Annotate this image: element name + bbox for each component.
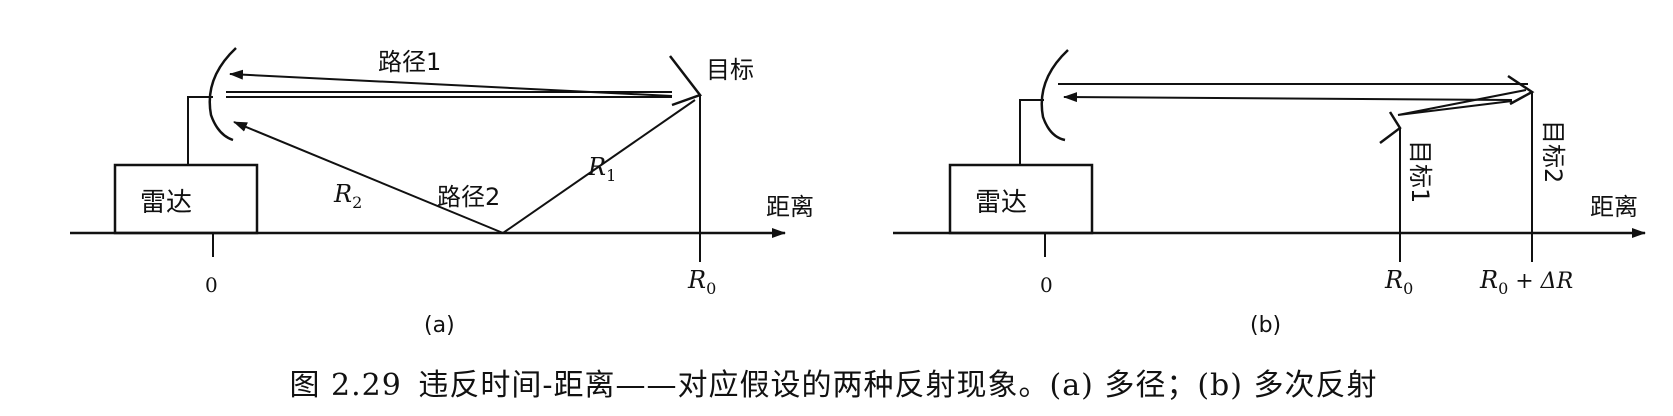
beam-return-arrow xyxy=(1063,92,1513,103)
distance-label: 距离 xyxy=(766,193,814,221)
target2-label: 目标2 xyxy=(1539,120,1567,183)
radar-label: 雷达 xyxy=(975,188,1027,218)
caption-number: 图 2.29 xyxy=(289,368,402,403)
target-reflector xyxy=(669,55,703,107)
path1-label: 路径1 xyxy=(378,48,441,76)
target1-label: 目标1 xyxy=(1406,140,1434,203)
radar-label: 雷达 xyxy=(140,188,192,218)
panel-a: 路径1 目标 路径2 距离 雷达 R2 R1 0 R0 (a) xyxy=(70,47,814,338)
r0-label: R0 xyxy=(1384,266,1413,298)
r0-label: R0 xyxy=(687,266,716,298)
path2-r1-line xyxy=(502,99,696,234)
figure-caption: 图 2.29 违反时间-距离——对应假设的两种反射现象。(a) 多径；(b) 多… xyxy=(0,360,1673,404)
radar-dish xyxy=(208,47,237,142)
multiple-reflection-path xyxy=(1397,89,1527,116)
target-label: 目标 xyxy=(706,56,754,84)
r0-plus-delta-r-label: R0 + ΔR xyxy=(1479,266,1573,298)
r2-label: R2 xyxy=(333,180,362,212)
caption-text: 违反时间-距离——对应假设的两种反射现象。(a) 多径；(b) 多次反射 xyxy=(418,368,1378,403)
multipath-diagram: 路径1 目标 路径2 距离 雷达 R2 R1 0 R0 (a) xyxy=(70,47,1646,338)
target1-reflector xyxy=(1379,111,1402,144)
path1-return-arrow xyxy=(229,69,673,97)
radar-dish xyxy=(1040,49,1069,142)
panel-b: 雷达 距离 目标1 目标2 0 R0 R0 + ΔR (b) xyxy=(893,49,1646,338)
panel-a-sublabel: (a) xyxy=(424,313,455,338)
antenna-mast xyxy=(187,96,213,165)
panel-b-sublabel: (b) xyxy=(1250,313,1281,338)
origin-label: 0 xyxy=(1040,273,1053,297)
radar-box xyxy=(113,163,259,235)
origin-label: 0 xyxy=(205,273,218,297)
distance-label: 距离 xyxy=(1590,193,1638,221)
path2-r2-arrow xyxy=(233,121,504,234)
r1-label: R1 xyxy=(587,153,616,185)
antenna-mast xyxy=(1019,99,1044,165)
path2-label: 路径2 xyxy=(437,183,500,211)
